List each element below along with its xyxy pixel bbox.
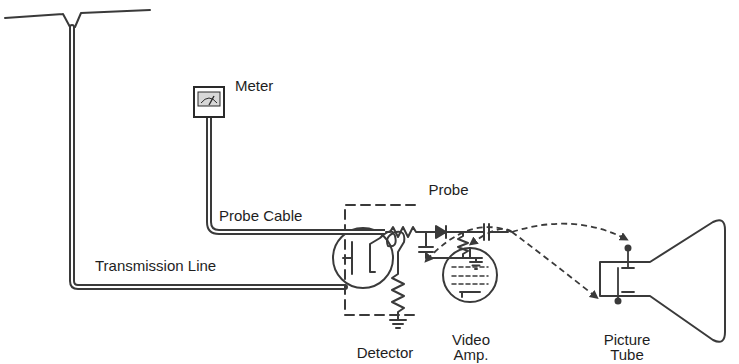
cathode-pin: [616, 299, 621, 304]
receiver-bracket: [345, 205, 415, 315]
stage-label: Probe: [428, 182, 468, 197]
meter-scale: [198, 92, 220, 106]
dashed-lead: [425, 227, 512, 262]
video-amp-tube: [443, 248, 497, 302]
ground-symbol: [390, 320, 406, 328]
detector-tube: [333, 228, 393, 288]
load-resistor: [392, 268, 404, 320]
meter-label: Meter: [235, 78, 273, 93]
video-amp-stage: Video Amp.: [436, 245, 506, 362]
picture-tube: [600, 220, 725, 342]
test-lead-arrow: [512, 224, 628, 240]
dashed-lead: [512, 224, 628, 240]
probe-cable: [209, 118, 385, 232]
video-amp-cathode: [460, 292, 480, 297]
probe-diode: [436, 226, 446, 238]
probe-shunt-capacitor: [419, 247, 433, 252]
stage-label: Detector: [357, 345, 414, 360]
picture-tube-stage: Picture Tube: [598, 240, 728, 362]
test-lead-arrow: [470, 229, 512, 245]
test-lead-arrow: [512, 232, 598, 299]
cable-inner: [209, 118, 385, 232]
stage-label: Picture Tube: [598, 332, 656, 362]
picture-tube-gun: [618, 250, 634, 300]
meter-face: [195, 88, 223, 116]
detector-stage: Detector: [345, 222, 425, 360]
grid-pin: [626, 246, 631, 251]
antenna-dipole: [5, 10, 150, 27]
dashed-lead: [470, 229, 512, 245]
meter-box: Meter: [193, 86, 225, 118]
test-lead-arrow: [425, 227, 512, 262]
meter-arc: [201, 98, 217, 103]
probe-wire: [426, 232, 508, 262]
stage-label: Video Amp.: [438, 332, 504, 362]
cable-label: Probe Cable: [217, 208, 304, 223]
detector-cathode: [370, 231, 404, 272]
detector-plate: [343, 242, 352, 274]
probe-resistor: [386, 227, 436, 237]
line-label: Transmission Line: [93, 258, 218, 273]
dashed-lead: [512, 232, 598, 299]
probe-box: Probe: [385, 182, 512, 282]
cable-outer: [209, 118, 385, 232]
probe-ground: [470, 262, 482, 269]
meter-needle: [209, 96, 214, 105]
video-amp-grids: [452, 267, 488, 284]
